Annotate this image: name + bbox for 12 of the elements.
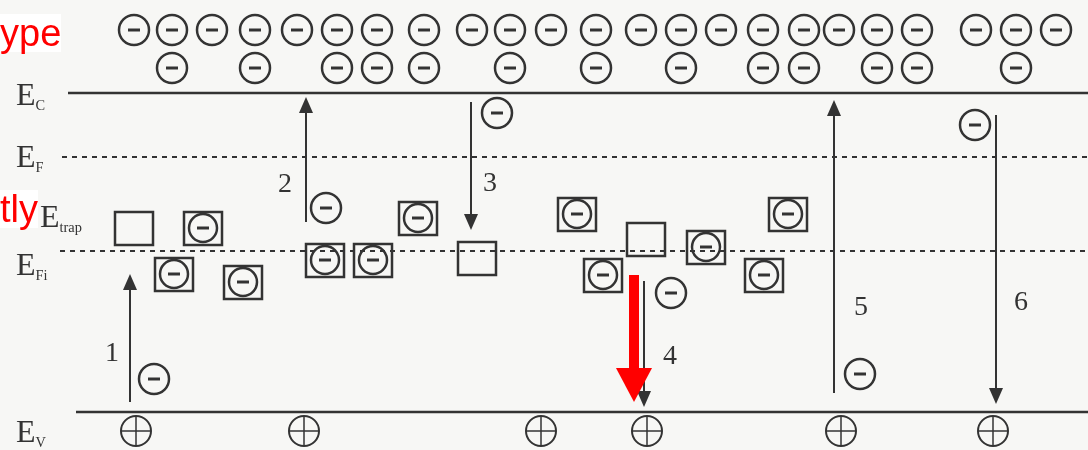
process-number: 6 (1014, 287, 1028, 315)
process-number: 2 (278, 169, 292, 197)
cropped-text: ype (0, 14, 62, 52)
process-number: 1 (105, 338, 119, 366)
process-number: 3 (483, 168, 497, 196)
energy-level-label: E$_{V}$ (16, 415, 46, 447)
energy-level-label: E$_{F}$ (16, 140, 44, 172)
energy-level-label: E$_{C}$ (16, 78, 46, 110)
process-number: 5 (854, 292, 868, 320)
energy-level-label: E$_{Fi}$ (16, 248, 48, 280)
cropped-text: tly (0, 190, 38, 228)
process-number: 4 (663, 341, 677, 369)
